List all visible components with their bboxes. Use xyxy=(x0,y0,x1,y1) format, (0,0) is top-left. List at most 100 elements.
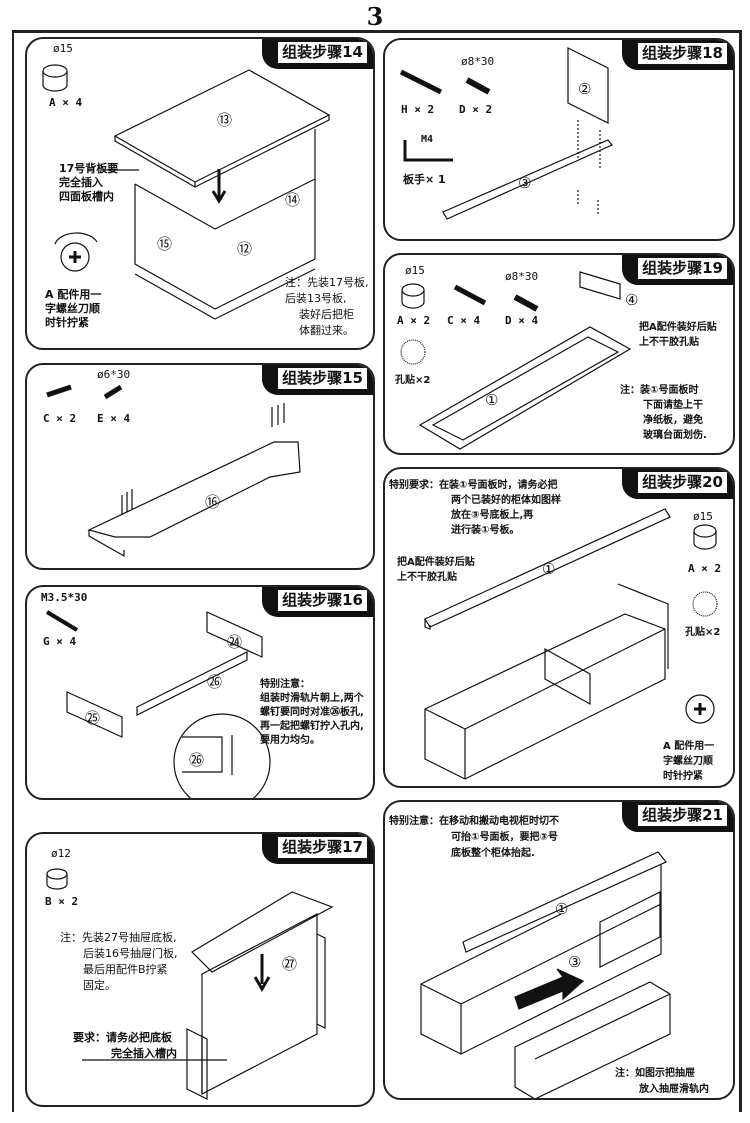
svg-text:⑯: ⑯ xyxy=(205,493,220,511)
svg-text:①: ① xyxy=(555,900,568,918)
note-3: 装好后把柜 xyxy=(299,308,354,321)
note-3: 净纸板，避免 xyxy=(643,415,703,426)
step-14-title: 组装步骤14 xyxy=(262,39,373,69)
note-2: 组装时滑轨片朝上,两个 xyxy=(260,693,364,704)
step-16-title: 组装步骤16 xyxy=(262,587,373,617)
step-17-title: 组装步骤17 xyxy=(262,834,373,864)
note-1: 特别注意： xyxy=(260,679,310,690)
step-title: 组装步骤19 xyxy=(638,258,727,279)
warning-1: 特别注意：在移动和搬动电视柜时切不 xyxy=(389,816,559,827)
svg-text:②: ② xyxy=(578,80,591,98)
part-a-qty: A × 2 xyxy=(397,314,431,327)
callout-1: 把A配件装好后贴 xyxy=(397,557,475,568)
step-15-title: 组装步骤15 xyxy=(262,365,373,395)
step-title: 组装步骤16 xyxy=(278,590,367,611)
svg-text:㉗: ㉗ xyxy=(282,955,297,973)
part-size: ø12 xyxy=(51,847,71,860)
note-2: 下面请垫上干 xyxy=(643,400,703,411)
svg-text:㉖: ㉖ xyxy=(207,673,222,691)
callout-1: 把A配件装好后贴 xyxy=(639,322,717,333)
requirement-2: 两个已装好的柜体如图样 xyxy=(451,495,561,506)
note-2: 放入抽屉滑轨内 xyxy=(639,1084,709,1095)
note-1: 注：如图示把抽屉 xyxy=(615,1068,695,1079)
callout-line-2: 完全插入 xyxy=(59,176,103,189)
part-size: ø15 xyxy=(53,42,73,55)
svg-text:㉖: ㉖ xyxy=(189,751,204,769)
step-17-panel: 组装步骤17 ø12 B × 2 注：先装27号抽屉底板, 后装16号抽屉门板,… xyxy=(25,832,375,1107)
part-e-qty: E × 4 xyxy=(97,412,131,425)
step-20-diagram: ① xyxy=(424,508,718,780)
part-size: ø8*30 xyxy=(461,55,495,68)
step-20-panel: 组装步骤20 特别要求：在装①号面板时，请务必把 两个已装好的柜体如图样 放在③… xyxy=(383,467,735,788)
part-size: ø15 xyxy=(693,510,713,523)
step-15-panel: 组装步骤15 ø6*30 C × 2 E × 4 ⑯ xyxy=(25,363,375,570)
step-18-diagram: ②③ xyxy=(399,47,613,220)
note-2: 后装16号抽屉门板, xyxy=(83,947,178,960)
tool-note-3: 时针拧紧 xyxy=(45,316,89,329)
svg-text:㉕: ㉕ xyxy=(85,709,100,727)
note-4: 再一起把螺钉拧入孔内, xyxy=(260,721,364,732)
part-size: M3.5*30 xyxy=(41,591,88,604)
svg-text:④: ④ xyxy=(625,291,638,309)
part-size-d: ø8*30 xyxy=(505,270,539,283)
svg-text:③: ③ xyxy=(518,174,531,192)
tool-note-1: A 配件用一 xyxy=(45,288,102,301)
wrench-qty: 板手× 1 xyxy=(403,173,446,186)
wrench-size: M4 xyxy=(421,134,434,145)
part-size-a: ø15 xyxy=(405,264,425,277)
step-title: 组装步骤14 xyxy=(278,42,367,63)
tool-note-3: 时针拧紧 xyxy=(663,771,703,782)
step-16-panel: 组装步骤16 M3.5*30 G × 4 特别注意： 组装时滑轨片朝上,两个 螺… xyxy=(25,585,375,800)
svg-text:㉔: ㉔ xyxy=(227,633,242,651)
note-5: 要用力均匀。 xyxy=(260,735,320,746)
note-3: 最后用配件B拧紧 xyxy=(83,963,168,976)
part-qty: A × 4 xyxy=(49,96,83,109)
step-18-title: 组装步骤18 xyxy=(622,40,733,70)
step-19-title: 组装步骤19 xyxy=(622,255,733,285)
step-21-diagram: ①③ xyxy=(420,851,671,1098)
warning-3: 底板整个柜体抬起. xyxy=(451,848,535,859)
svg-text:③: ③ xyxy=(568,953,581,971)
note-4: 体翻过来。 xyxy=(299,324,354,337)
requirement-4: 进行装①号板。 xyxy=(451,525,520,536)
svg-text:①: ① xyxy=(542,560,555,578)
part-h-qty: H × 2 xyxy=(401,103,435,116)
step-14-panel: 组装步骤14 ø15 A × 4 17号背板要 完全插入 四面板槽内 A 配件用… xyxy=(25,37,375,350)
svg-text:⑮: ⑮ xyxy=(157,235,172,253)
warning-2: 可抬①号面板，要把③号 xyxy=(451,832,558,843)
tool-note-2: 字螺丝刀顺 xyxy=(45,302,100,315)
callout-line-3: 四面板槽内 xyxy=(59,190,114,203)
svg-text:⑭: ⑭ xyxy=(285,191,300,209)
callout-line-1: 17号背板要 xyxy=(59,162,119,175)
step-title: 组装步骤17 xyxy=(278,837,367,858)
note-3: 螺钉要同时对准㉖板孔, xyxy=(260,707,364,718)
part-c-qty: C × 2 xyxy=(43,412,77,425)
step-21-panel: 组装步骤21 特别注意：在移动和搬动电视柜时切不 可抬①号面板，要把③号 底板整… xyxy=(383,800,735,1100)
step-title: 组装步骤15 xyxy=(278,368,367,389)
note-1: 注：先装17号板, xyxy=(285,276,369,289)
page-frame xyxy=(12,30,742,1112)
part-d-qty: D × 4 xyxy=(505,314,539,327)
note-4: 固定。 xyxy=(83,979,116,992)
callout-2: 上不干胶孔贴 xyxy=(397,572,457,583)
part-d-qty: D × 2 xyxy=(459,103,493,116)
sticker-qty: 孔贴×2 xyxy=(395,375,431,386)
part-size: ø6*30 xyxy=(97,368,131,381)
note-4: 玻璃台面划伤. xyxy=(643,430,707,441)
svg-text:①: ① xyxy=(485,391,498,409)
step-15-diagram: ⑯ xyxy=(46,384,301,558)
part-qty: G × 4 xyxy=(43,635,77,648)
step-title: 组装步骤20 xyxy=(638,472,727,493)
step-19-diagram: ①④ xyxy=(400,271,638,450)
step-19-panel: 组装步骤19 ø15 ø8*30 A × 2 C × 4 D × 4 孔贴×2 … xyxy=(383,253,735,455)
requirement-2: 完全插入槽内 xyxy=(111,1047,177,1060)
part-qty: B × 2 xyxy=(45,895,79,908)
sticker-qty: 孔贴×2 xyxy=(685,627,721,638)
note-2: 后装13号板, xyxy=(285,292,347,305)
step-17-diagram: ㉗ xyxy=(46,868,334,1100)
step-title: 组装步骤21 xyxy=(638,805,727,826)
svg-text:⑫: ⑫ xyxy=(237,240,252,258)
